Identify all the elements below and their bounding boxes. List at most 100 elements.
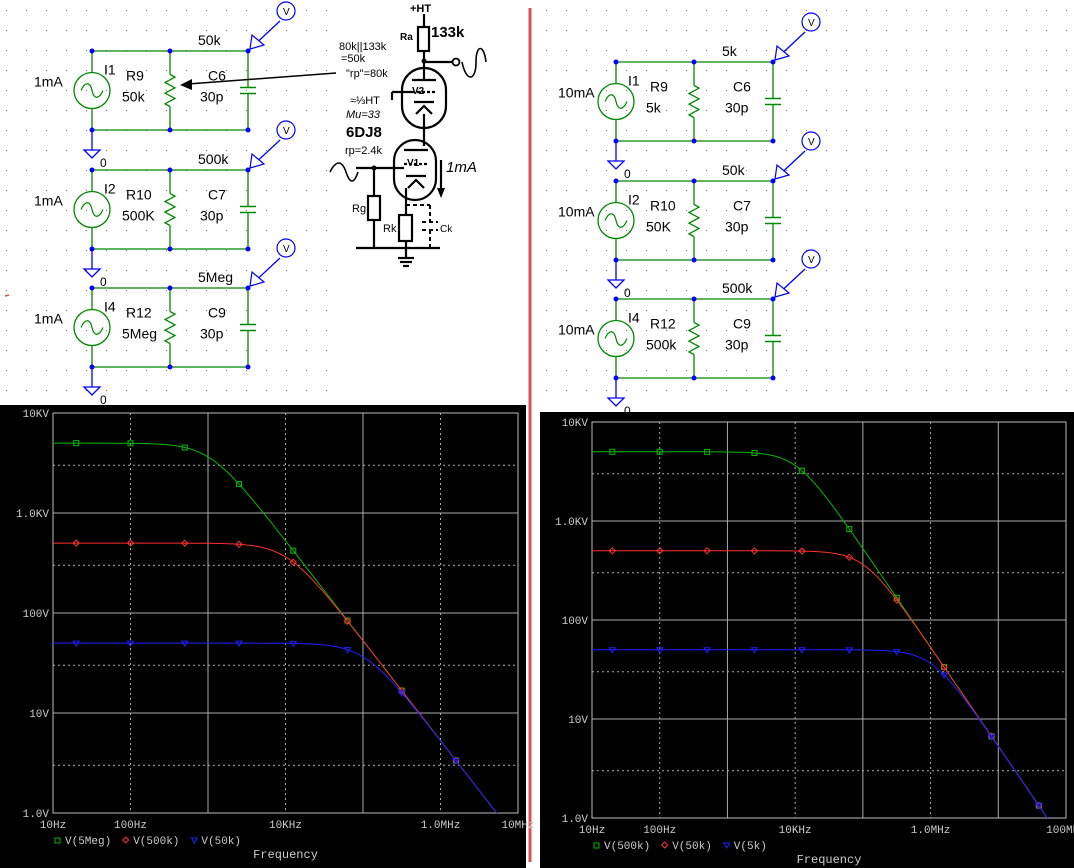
plot-background [540,412,1074,868]
grid-dot [806,150,807,151]
grid-dot [46,390,47,391]
probe-label: V [808,255,815,266]
grid-dot [966,370,967,371]
data-marker [236,481,242,488]
grid-dot [966,350,967,351]
grid-dot [26,350,27,351]
grid-dot [66,90,67,91]
plot-background [0,405,526,868]
junction-dot [613,178,619,184]
grid-dot [66,110,67,111]
grid-dot [566,190,567,191]
grid-dot [726,170,727,171]
grid-dot [906,190,907,191]
grid-dot [546,170,547,171]
grid-dot [1026,150,1027,151]
grid-dot [1026,190,1027,191]
grid-dot [6,290,7,291]
grid-dot [566,290,567,291]
grid-dot [246,190,247,191]
grid-dot [926,190,927,191]
grid-dot [326,330,327,331]
grid-dot [206,110,207,111]
grid-dot [306,290,307,291]
grid-dot [906,110,907,111]
grid-dot [866,230,867,231]
grid-dot [286,190,287,191]
grid-dot [186,370,187,371]
data-marker [289,640,298,648]
probe-label: V [283,244,290,255]
grid-dot [786,130,787,131]
grid-dot [586,10,587,11]
grid-dot [206,390,207,391]
grid-dot [906,270,907,271]
grid-dot [206,370,207,371]
grid-dot [746,290,747,291]
grid-dot [326,270,327,271]
grid-dot [1066,370,1067,371]
grid-dot [186,230,187,231]
grid-dot [946,250,947,251]
grid-dot [966,70,967,71]
grid-dot [586,50,587,51]
grid-dot [906,210,907,211]
grid-dot [1006,230,1007,231]
grid-dot [806,290,807,291]
source-name: I4 [104,299,116,315]
junction-dot [613,59,619,65]
grid-dot [246,310,247,311]
probe-arrow-icon [774,163,791,180]
grid-dot [646,230,647,231]
grid-dot [266,70,267,71]
junction-dot [691,296,697,302]
grid-dot [686,190,687,191]
series-group [592,448,1048,818]
grid-dot [326,350,327,351]
grid-dot [1046,150,1047,151]
grid-dot [206,270,207,271]
grid-dot [826,270,827,271]
grid-dot [126,30,127,31]
grid-dot [906,150,907,151]
grid-dot [906,290,907,291]
grid-dot [126,230,127,231]
grid-dot [846,370,847,371]
junction-dot [89,285,95,291]
grid-dot [306,390,307,391]
grid-dot [166,150,167,151]
grid-dot [206,150,207,151]
grid-dot [286,210,287,211]
grid-dot [286,50,287,51]
grid-dot [826,130,827,131]
grid-dot [326,190,327,191]
grid-dot [126,10,127,11]
grid-dot [606,110,607,111]
grid-dot [966,110,967,111]
grid-dot [126,290,127,291]
grid-dot [806,270,807,271]
grid-dot [726,250,727,251]
grid-dot [26,130,27,131]
junction-dot [691,138,697,144]
grid-dot [326,250,327,251]
grid-dot [46,170,47,171]
grid-dot [1026,30,1027,31]
grid-dot [846,130,847,131]
grid-dot [986,50,987,51]
grid-dot [786,310,787,311]
grid-dot [646,130,647,131]
grid-dot [26,270,27,271]
grid-dot [226,230,227,231]
grid-dot [686,210,687,211]
junction-dot [245,48,251,54]
grid-dot [986,210,987,211]
grid-dot [666,170,667,171]
grid-dot [6,210,7,211]
grid-dot [886,70,887,71]
data-marker [656,448,663,455]
grid-dot [726,130,727,131]
cap-value: 30p [725,337,749,353]
grid-dot [626,330,627,331]
